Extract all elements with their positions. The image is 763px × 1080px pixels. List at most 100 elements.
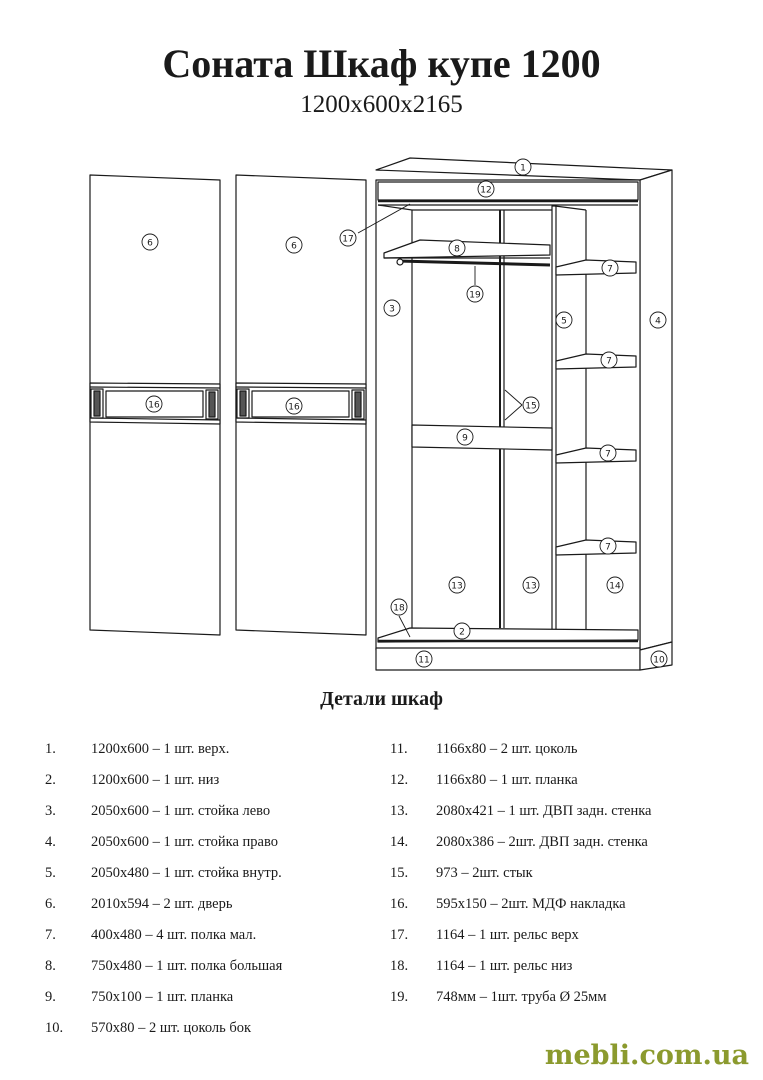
callout-11: 11	[415, 650, 433, 668]
svg-text:7: 7	[607, 265, 613, 275]
part-description: 400х480 – 4 шт. полка мал.	[91, 927, 257, 943]
callout-17: 17	[339, 229, 357, 247]
svg-text:8: 8	[454, 245, 460, 255]
leader-lines	[357, 203, 523, 638]
callout-4: 4	[649, 311, 667, 329]
callout-13b: 13	[522, 576, 540, 594]
svg-text:13: 13	[451, 582, 462, 592]
part-item: 11. 1166х80 – 2 шт. цоколь	[390, 739, 730, 770]
part-number: 13.	[390, 803, 409, 819]
callout-12: 12	[477, 180, 495, 198]
callout-3: 3	[383, 299, 401, 317]
part-description: 748мм – 1шт. труба Ø 25мм	[436, 989, 607, 1005]
part-number: 18.	[390, 958, 409, 974]
part-item: 12. 1166х80 – 1 шт. планка	[390, 770, 730, 801]
svg-text:17: 17	[342, 235, 353, 245]
callout-19: 19	[466, 285, 484, 303]
svg-text:12: 12	[480, 186, 491, 196]
part-number: 4.	[45, 834, 56, 850]
part-item: 5. 2050х480 – 1 шт. стойка внутр.	[45, 863, 365, 894]
callout-10: 10	[650, 650, 668, 668]
part-number: 15.	[390, 865, 409, 881]
callout-15: 15	[522, 396, 540, 414]
part-number: 16.	[390, 896, 409, 912]
callout-16a: 16	[145, 395, 163, 413]
svg-text:7: 7	[606, 357, 612, 367]
svg-text:16: 16	[148, 401, 160, 411]
callout-8: 8	[448, 239, 466, 257]
part-item: 15.973 – 2шт. стык	[390, 863, 730, 894]
svg-text:9: 9	[462, 434, 468, 444]
svg-text:7: 7	[605, 543, 611, 553]
svg-text:16: 16	[288, 403, 300, 413]
callout-6a: 6	[141, 233, 159, 251]
part-description: 2050х480 – 1 шт. стойка внутр.	[91, 865, 282, 881]
part-description: 1164 – 1 шт. рельс низ	[436, 958, 573, 974]
page-title: Соната Шкаф купе 1200	[162, 41, 601, 86]
part-number: 9.	[45, 989, 56, 1005]
part-item: 3.2050х600 – 1 шт. стойка лево	[45, 801, 365, 832]
part-item: 10.570х80 – 2 шт. цоколь бок	[45, 1018, 365, 1049]
part-item: 4. 2050х600 – 1 шт. стойка право	[45, 832, 365, 863]
svg-text:13: 13	[525, 582, 536, 592]
part-description: 2010х594 – 2 шт. дверь	[91, 896, 233, 912]
part-item: 1. 1200х600 – 1 шт. верх.	[45, 739, 365, 770]
brand-watermark: mebli.com.ua	[544, 1040, 749, 1071]
part-description: 2050х600 – 1 шт. стойка право	[91, 834, 278, 850]
part-item: 14. 2080х386 – 2шт. ДВП задн. стенка	[390, 832, 730, 863]
wardrobe-diagram: 1 12 17 8 7 19 3 5 4 7 15 9 7 7 13 13 14…	[89, 157, 673, 671]
parts-list-left: 1. 1200х600 – 1 шт. верх. 2. 1200х600 – 1 ш…	[45, 739, 365, 1049]
svg-text:18: 18	[393, 604, 405, 614]
part-description: 1166х80 – 1 шт. планка	[436, 772, 578, 788]
callout-1: 1	[514, 158, 532, 176]
callout-7b: 7	[600, 351, 618, 369]
part-number: 12.	[390, 772, 409, 788]
callouts: 1 12 17 8 7 19 3 5 4 7 15 9 7 7 13 13 14…	[141, 158, 668, 668]
part-description: 570х80 – 2 шт. цоколь бок	[91, 1020, 252, 1036]
part-description: 1166х80 – 2 шт. цоколь	[436, 741, 578, 757]
svg-text:7: 7	[605, 450, 611, 460]
svg-text:6: 6	[291, 242, 297, 252]
callout-14: 14	[606, 576, 624, 594]
part-number: 1.	[45, 741, 56, 757]
part-item: 19.748мм – 1шт. труба Ø 25мм	[390, 987, 730, 1018]
part-item: 13. 2080х421 – 1 шт. ДВП задн. стенка	[390, 801, 730, 832]
callout-7a: 7	[601, 259, 619, 277]
svg-text:5: 5	[561, 317, 567, 327]
dimensions-subtitle: 1200х600х2165	[300, 91, 463, 118]
callout-13a: 13	[448, 576, 466, 594]
part-description: 2080х386 – 2шт. ДВП задн. стенка	[436, 834, 648, 850]
part-number: 6.	[45, 896, 56, 912]
callout-9: 9	[456, 428, 474, 446]
svg-text:14: 14	[609, 582, 621, 592]
callout-7c: 7	[599, 444, 617, 462]
part-description: 1200х600 – 1 шт. верх.	[91, 741, 230, 757]
callout-5: 5	[555, 311, 573, 329]
part-description: 2050х600 – 1 шт. стойка лево	[91, 803, 271, 819]
part-description: 2080х421 – 1 шт. ДВП задн. стенка	[436, 803, 652, 819]
svg-text:6: 6	[147, 239, 153, 249]
part-item: 18. 1164 – 1 шт. рельс низ	[390, 956, 730, 987]
part-description: 1164 – 1 шт. рельс верх	[436, 927, 579, 943]
callout-7d: 7	[599, 537, 617, 555]
svg-text:4: 4	[655, 317, 661, 327]
parts-list-right: 11. 1166х80 – 2 шт. цоколь 12. 1166х80 – 1 …	[390, 739, 730, 1018]
part-number: 2.	[45, 772, 56, 788]
callout-18: 18	[390, 598, 408, 616]
part-number: 17.	[390, 927, 409, 943]
part-number: 7.	[45, 927, 56, 943]
svg-text:11: 11	[418, 656, 429, 666]
svg-text:2: 2	[459, 628, 465, 638]
callout-2: 2	[453, 622, 471, 640]
part-number: 14.	[390, 834, 409, 850]
wardrobe-body	[375, 157, 673, 671]
part-item: 17. 1164 – 1 шт. рельс верх	[390, 925, 730, 956]
part-description: 750х100 – 1 шт. планка	[91, 989, 234, 1005]
svg-text:10: 10	[653, 656, 665, 666]
part-item: 8.750х480 – 1 шт. полка большая	[45, 956, 365, 987]
callout-6b: 6	[285, 236, 303, 254]
part-item: 7. 400х480 – 4 шт. полка мал.	[45, 925, 365, 956]
part-number: 11.	[390, 741, 408, 757]
part-number: 5.	[45, 865, 56, 881]
svg-text:1: 1	[520, 164, 526, 174]
